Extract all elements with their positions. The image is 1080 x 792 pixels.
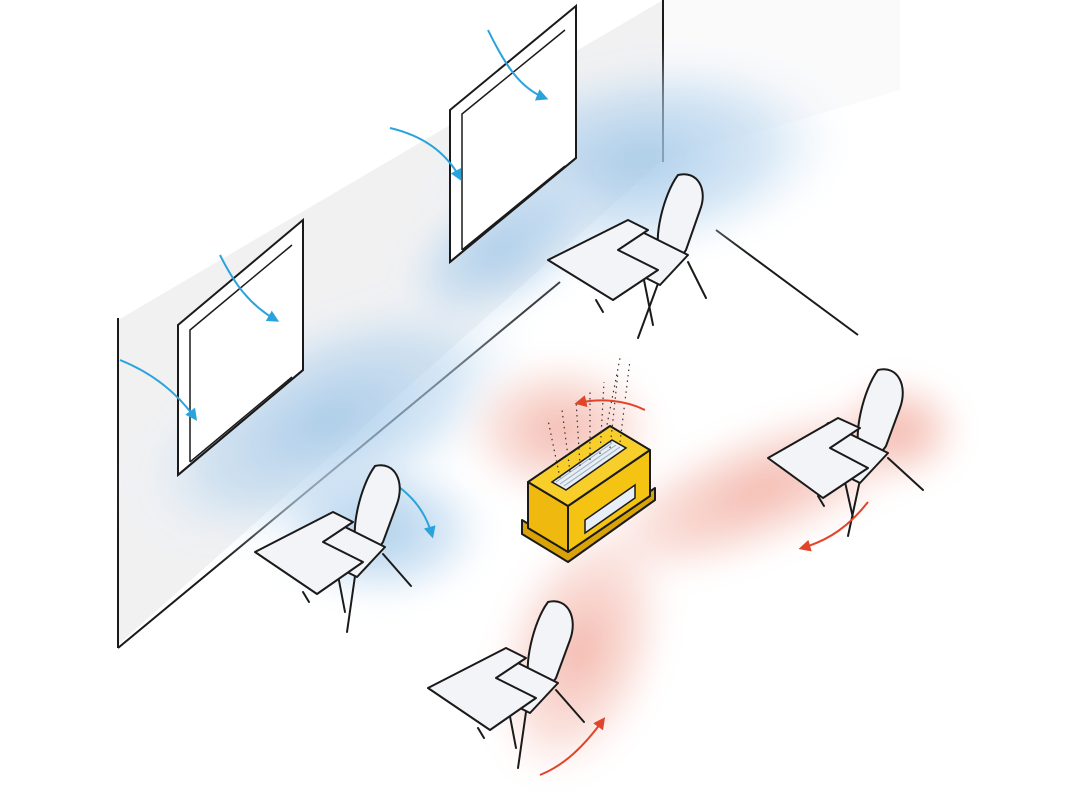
- window-icon: [449, 3, 577, 265]
- window-icon: [177, 217, 304, 478]
- purifier-outflow-lines: [547, 357, 631, 479]
- airflow-arrow-icon: [539, 395, 869, 776]
- chair-desk-icon: [254, 464, 412, 633]
- chair-desk-icon: [547, 173, 707, 339]
- air-purifier-icon: [521, 425, 656, 563]
- chair-desk-icon: [767, 368, 924, 537]
- chair-desk-icon: [427, 600, 585, 769]
